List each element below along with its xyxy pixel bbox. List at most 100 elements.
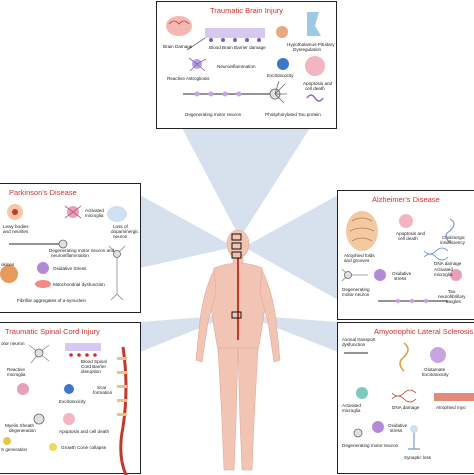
panel-title: Parkinson's Disease <box>9 188 77 197</box>
label-hpd-2: Dysregulation <box>293 47 322 52</box>
microglia-icon <box>17 383 29 395</box>
label-tau-1: Tau <box>448 289 456 294</box>
panel-alzheimers-disease: Alzheimer's Disease Apoptosis and cell d… <box>337 190 474 320</box>
neuron-right-icon <box>108 245 126 301</box>
label-dmn-1: Degenerating <box>342 287 370 292</box>
apoptosis-icon <box>63 413 75 425</box>
label-oxidative-1: Oxidative <box>392 271 412 276</box>
cell-cluster-icon <box>276 26 288 38</box>
synaptic-icon <box>408 433 420 450</box>
panel-traumatic-spinal-cord-injury: Traumatic Spinal Cord Injury otor neuron… <box>0 322 141 475</box>
tsci-illustrations <box>3 343 128 475</box>
growth-cone-icon <box>49 443 57 451</box>
label-loss-1: Loss of <box>113 224 128 229</box>
label-ros: S generation <box>1 447 28 452</box>
label-microglia-2: microglia <box>434 272 453 277</box>
label-excitotoxicity: Excitotoxicity <box>267 73 294 78</box>
label-tau-2: neurofibrillary <box>438 294 466 299</box>
label-tau-3: tangles <box>446 299 461 304</box>
label-dmn: Degenerating motor neuron <box>342 443 399 448</box>
synapse-icon <box>445 218 455 244</box>
oxidative-stress-icon <box>372 421 384 433</box>
microglia-icon <box>450 269 462 281</box>
projection-ad <box>244 195 338 300</box>
label-bscb-2: Cord Barrier <box>81 364 107 369</box>
label-scar-2: formation <box>93 390 113 395</box>
tau-icon <box>306 94 324 102</box>
label-myelin-1: Myelin Sheath <box>5 423 35 428</box>
projection-pd <box>140 195 234 268</box>
atrophied-brain-icon <box>346 211 378 251</box>
label-growth-cone: Growth Cone collapse <box>61 445 107 450</box>
label-microglia-2: microglia <box>85 213 104 218</box>
neuron-icon <box>33 413 45 425</box>
label-oxidative-1: Oxidative <box>388 423 408 428</box>
neuron-icon <box>353 428 363 438</box>
ad-illustrations <box>341 211 462 304</box>
label-reactive-1: Reactive <box>7 367 25 372</box>
dopaminergic-brain-icon <box>107 206 127 222</box>
panel-traumatic-brain-injury: Traumatic Brain Injury Brain Damage Bloo… <box>156 1 337 129</box>
microglia-icon <box>356 387 368 399</box>
label-loss-3: neuron <box>113 234 128 239</box>
label-apoptosis: Apoptosis and cell death <box>59 429 110 434</box>
dna-icon <box>391 389 417 403</box>
label-reactive-astrogliosis: Reactive Astrogliosis <box>167 76 210 81</box>
label-degenerating-motor-neuron: Degenerating motor neuron <box>185 112 242 117</box>
label-scar-1: Scar <box>97 385 107 390</box>
label-lewy-1: Lewy bodies <box>3 224 29 229</box>
label-lewy-2: and neurites <box>3 229 29 234</box>
marker-brain-3 <box>231 251 242 259</box>
projection-tsci <box>140 315 232 352</box>
label-fibrillar: Fibrillar aggregates of α-synuclein <box>17 298 87 303</box>
mitochondria-icon <box>35 280 51 288</box>
label-glutamate-2: Excitotoxicity <box>422 372 449 377</box>
label-cytokines: okines <box>1 262 15 267</box>
label-dna: DNA damage <box>434 261 462 266</box>
label-mito: Mitochondrial dysfunction <box>53 282 105 287</box>
cytokine-icon <box>0 265 18 283</box>
label-microglia-1: Activated <box>342 403 361 408</box>
label-atrophied: Atrophied myo <box>436 405 466 410</box>
als-illustrations <box>344 342 474 450</box>
apoptosis-icon <box>305 56 325 76</box>
human-body <box>195 229 281 471</box>
label-dna: DNA damage <box>392 405 420 410</box>
excitotoxicity-icon <box>64 384 74 394</box>
panel-parkinsons-disease: Parkinson's Disease Lewy bodies and neur… <box>0 183 141 313</box>
brain-icon <box>166 16 192 36</box>
oxidative-stress-icon <box>37 262 49 274</box>
panel-als: Amyotrophic Lateral Sclerosis Axonal tra… <box>337 322 474 474</box>
pd-illustrations <box>0 204 127 301</box>
label-cholinergic-1: Cholinergic <box>442 235 465 240</box>
ros-icon <box>3 437 11 445</box>
label-oxidative: Oxidative Stress <box>53 266 87 271</box>
label-microglia-1: Activated <box>434 267 453 272</box>
label-dmn-1: Degenerating motor neuron and <box>49 248 115 253</box>
synapse-icon <box>399 342 409 372</box>
label-axonal-2: dysfunction <box>342 342 366 347</box>
label-microglia-2: microglia <box>342 408 361 413</box>
label-apoptosis-2: cell death <box>398 236 418 241</box>
label-apoptosis-1: Apoptosis and <box>303 81 333 86</box>
marker-brain-2 <box>231 242 242 250</box>
projection-als <box>244 315 338 352</box>
label-bscb-1: Blood Spinal <box>81 359 107 364</box>
label-microglia-1: Activated <box>85 208 104 213</box>
label-atrophied-1: Atrophied folds <box>344 253 375 258</box>
label-dmn-2: neuroinflammation <box>51 253 89 258</box>
projection-tbi <box>182 128 310 238</box>
label-apoptosis-2: cell death <box>305 86 325 91</box>
marker-spine <box>231 311 242 319</box>
panel-title: Traumatic Spinal Cord Injury <box>5 327 100 336</box>
bscb-icon <box>65 343 101 351</box>
pituitary-icon <box>307 12 321 36</box>
label-oxidative-2: stress <box>390 428 403 433</box>
label-synaptic: Synaptic loss <box>404 455 432 460</box>
label-dmn-2: motor neuron <box>342 292 370 297</box>
panel-title: Traumatic Brain Injury <box>209 6 284 15</box>
label-neuroinflammation: Neuroinflammation <box>217 64 256 69</box>
label-hpd-1: Hypothalamus-Pituitary <box>287 42 335 47</box>
